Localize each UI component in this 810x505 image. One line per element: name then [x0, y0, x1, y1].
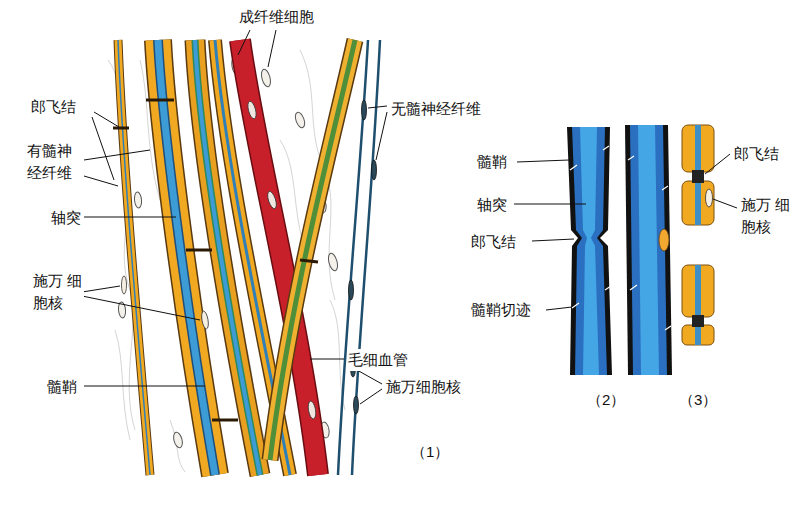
part-label: （3）: [678, 389, 718, 411]
schwann-nucleus: [122, 276, 210, 329]
part-label: 毛细血管: [347, 349, 409, 371]
part-label: 成纤维细胞: [238, 6, 315, 28]
part-label: 髓鞘切迹: [470, 299, 532, 321]
myelinated-fiber-section: [567, 125, 672, 375]
part-label: （1）: [410, 441, 450, 463]
part-label: 施万 细胞核: [32, 270, 84, 314]
part-label: 髓鞘: [46, 376, 78, 398]
part-label: 郎飞结: [30, 96, 77, 118]
myelinated-fiber: [118, 40, 355, 475]
part-label: 有髓神 经纤维: [26, 140, 78, 184]
part-label: 轴突: [476, 194, 508, 216]
unmyelinated-fiber: [338, 40, 380, 475]
part-label: 无髓神经纤维: [390, 98, 482, 120]
leader-line: [82, 30, 737, 404]
myelinated-fiber-section: [682, 125, 714, 345]
part-label: 髓鞘: [476, 151, 508, 173]
part-label: 施万 细胞核: [740, 194, 792, 238]
part-label: 施万细胞核: [385, 376, 462, 398]
part-label: （2）: [586, 389, 626, 411]
ranvier-node: [113, 100, 318, 420]
part-label: 轴突: [50, 207, 82, 229]
part-label: 郎飞结: [733, 143, 780, 165]
part-label: 郎飞结: [470, 231, 517, 253]
